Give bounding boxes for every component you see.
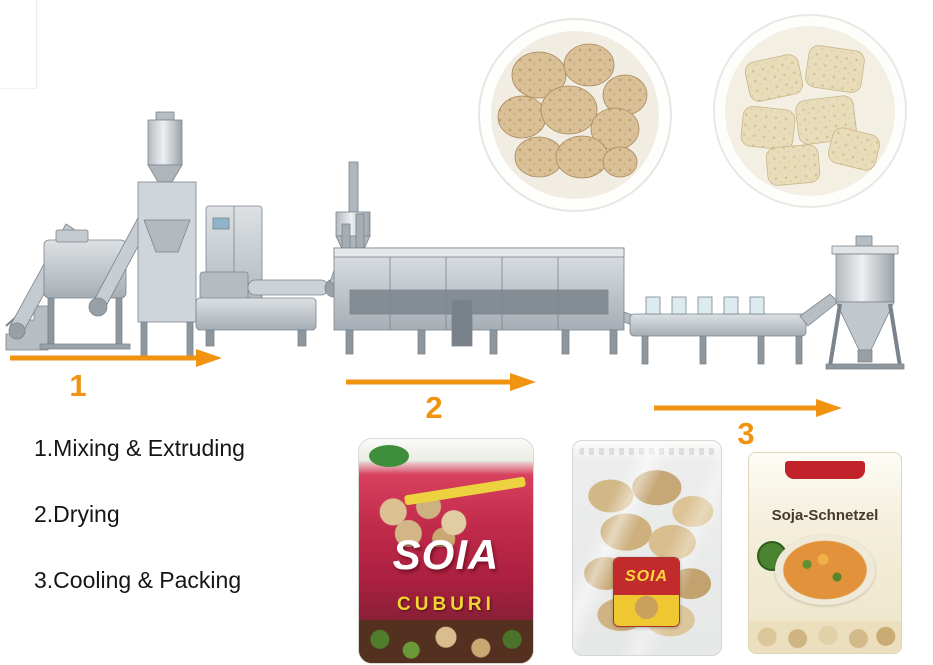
bag-brand-logo bbox=[369, 445, 409, 467]
production-line-illustration bbox=[5, 111, 905, 370]
process-arrow-1 bbox=[10, 349, 222, 367]
dish-photo bbox=[774, 535, 876, 605]
extruder-hopper-tower bbox=[137, 111, 197, 357]
soy-chunks bbox=[497, 43, 648, 179]
product-bag-clear-soia: SOIA bbox=[572, 440, 722, 656]
step-label-cooling-packing: 3.Cooling & Packing bbox=[34, 567, 242, 593]
arrow-number-2: 2 bbox=[425, 390, 443, 425]
arrow-number-3: 3 bbox=[737, 416, 755, 451]
bag-label-photo bbox=[613, 595, 680, 627]
bag-bottom-photo bbox=[359, 620, 533, 663]
process-arrow-3 bbox=[654, 399, 842, 417]
process-arrow-2 bbox=[346, 373, 536, 391]
step-label-mixing-extruding: 1.Mixing & Extruding bbox=[34, 435, 245, 461]
arrow-number-1: 1 bbox=[69, 368, 87, 403]
cooling-conveyor bbox=[629, 296, 807, 365]
dryer-oven bbox=[333, 213, 625, 355]
extruder-machine bbox=[195, 271, 344, 347]
bag-label-title: SOIA bbox=[613, 557, 680, 596]
brand-banner bbox=[785, 461, 865, 479]
bag-title: Soja-Schnetzel bbox=[771, 507, 879, 524]
soy-chips bbox=[740, 45, 880, 186]
bag-title: SOIA bbox=[392, 530, 500, 578]
bag-product-window bbox=[749, 621, 901, 653]
step-label-drying: 2.Drying bbox=[34, 501, 120, 527]
soy-chunks-bowl-photo bbox=[478, 18, 672, 212]
bag-label: SOIA bbox=[612, 556, 681, 628]
bag-subtitle: CUBURI bbox=[397, 593, 495, 615]
cooling-cyclone bbox=[825, 235, 905, 370]
product-bag-soia-cuburi: SOIA CUBURI bbox=[358, 438, 534, 664]
process-step-list: 1.Mixing & Extruding 2.Drying 3.Cooling … bbox=[34, 434, 245, 632]
flour-mixer bbox=[39, 229, 131, 350]
soy-chips-bowl-photo bbox=[713, 14, 907, 208]
elevator-chute bbox=[799, 293, 839, 327]
blank-corner-box bbox=[0, 0, 37, 89]
product-bag-soja-schnetzel: Soja-Schnetzel bbox=[748, 452, 902, 654]
